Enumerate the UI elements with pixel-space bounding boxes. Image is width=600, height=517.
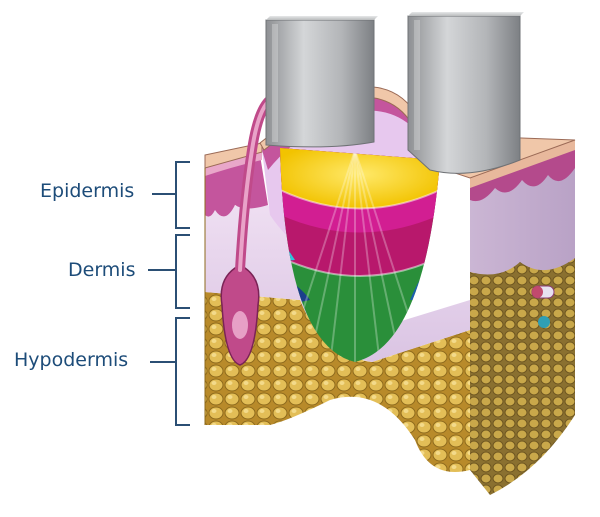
- label-hypodermis: Hypodermis: [14, 349, 129, 371]
- hair-follicle: [220, 95, 275, 366]
- electrode-left: [265, 16, 378, 148]
- hypodermis-front: [205, 292, 470, 472]
- label-epidermis: Epidermis: [40, 180, 135, 202]
- hypodermis-bracket: [150, 317, 190, 426]
- dermis-bracket: [148, 234, 190, 309]
- epidermis-bracket: [152, 161, 190, 229]
- dermis-front: [205, 200, 470, 362]
- cell-capsule: [531, 285, 555, 328]
- label-dermis: Dermis: [68, 259, 136, 281]
- electrode-right: [407, 12, 524, 174]
- layer-brackets: [148, 161, 190, 426]
